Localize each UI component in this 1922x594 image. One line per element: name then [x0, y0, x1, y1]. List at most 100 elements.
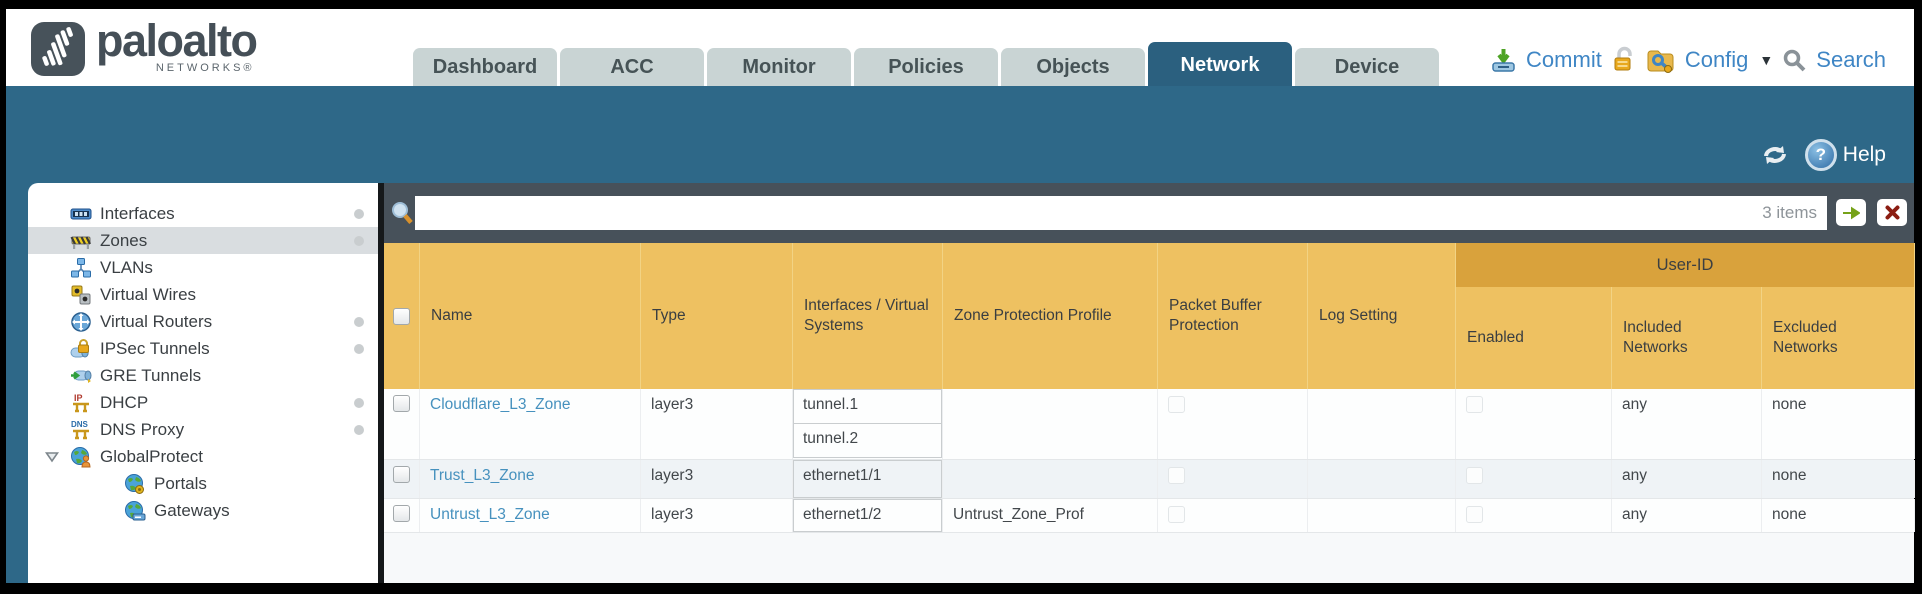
sidebar-item-gre-tunnels[interactable]: GRE Tunnels [28, 362, 378, 389]
log-setting-cell [1308, 499, 1456, 532]
zone-name-link[interactable]: Cloudflare_L3_Zone [430, 396, 571, 413]
sidebar-item-virtual-routers[interactable]: Virtual Routers [28, 308, 378, 335]
lock-icon[interactable] [1611, 46, 1637, 74]
apply-filter-button[interactable] [1836, 199, 1866, 226]
log-setting-cell [1308, 389, 1456, 459]
zone-protection-profile-column-header[interactable]: Zone Protection Profile [943, 243, 1158, 389]
sidebar-item-virtual-wires[interactable]: Virtual Wires [28, 281, 378, 308]
sidebar-item-ipsec-tunnels[interactable]: IPSec Tunnels [28, 335, 378, 362]
tab-dashboard[interactable]: Dashboard [413, 48, 557, 86]
excluded-networks-cell: none [1762, 499, 1915, 532]
tab-device[interactable]: Device [1295, 48, 1439, 86]
user-id-enabled-checkbox[interactable] [1466, 506, 1483, 523]
status-dot [354, 235, 364, 246]
interfaces-icon [70, 203, 92, 225]
interface-entry: tunnel.1 [793, 389, 942, 424]
select-all-cell [384, 243, 420, 389]
status-dot [354, 208, 364, 219]
select-all-checkbox[interactable] [393, 307, 410, 325]
sidebar-item-gateways[interactable]: Gateways [28, 497, 378, 524]
sidebar-item-portals[interactable]: Portals [28, 470, 378, 497]
table-filler [384, 533, 1914, 583]
status-dot [354, 424, 364, 435]
excluded-networks-cell: none [1762, 460, 1915, 498]
network-sidebar: Interfaces Zones VLANs [28, 183, 378, 583]
log-setting-column-header[interactable]: Log Setting [1308, 243, 1456, 389]
packet-buffer-protection-checkbox[interactable] [1168, 467, 1185, 484]
row-checkbox[interactable] [393, 466, 410, 483]
virtual-routers-icon [70, 311, 92, 333]
tab-objects[interactable]: Objects [1001, 48, 1145, 86]
sidebar-item-zones[interactable]: Zones [28, 227, 378, 254]
paloalto-logo: paloalto NETWORKS® [30, 17, 258, 77]
commit-button[interactable]: Commit [1526, 47, 1602, 72]
user-id-enabled-checkbox[interactable] [1466, 396, 1483, 413]
user-id-group-header: User-ID [1456, 243, 1914, 287]
row-checkbox-cell [384, 389, 420, 459]
packet-buffer-protection-cell [1158, 499, 1308, 532]
user-id-enabled-cell [1456, 499, 1612, 532]
row-checkbox[interactable] [393, 505, 410, 522]
commit-icon [1492, 48, 1515, 72]
sidebar-item-dhcp[interactable]: IP DHCP [28, 389, 378, 416]
sidebar-item-interfaces[interactable]: Interfaces [28, 200, 378, 227]
zone-name-link[interactable]: Untrust_L3_Zone [430, 506, 550, 523]
sidebar-item-dns-proxy[interactable]: DNS DNS Proxy [28, 416, 378, 443]
status-dot [354, 316, 364, 327]
tab-policies[interactable]: Policies [854, 48, 998, 86]
page: paloalto NETWORKS® Dashboard ACC Monitor… [6, 9, 1915, 583]
interfaces-cell: ethernet1/2 [793, 499, 943, 532]
globalprotect-icon [70, 446, 92, 468]
name-cell: Untrust_L3_Zone [420, 499, 641, 532]
filter-input[interactable] [415, 204, 1763, 222]
packet-buffer-protection-column-header[interactable]: Packet Buffer Protection [1158, 243, 1308, 389]
excluded-networks-cell: none [1762, 389, 1915, 459]
enabled-column-header[interactable]: Enabled [1456, 243, 1612, 389]
type-cell: layer3 [641, 499, 793, 532]
config-dropdown-caret-icon[interactable]: ▼ [1759, 52, 1774, 68]
main-content: 3 items Name Type Interfaces / [384, 183, 1915, 583]
tab-monitor[interactable]: Monitor [707, 48, 851, 86]
sidebar-item-globalprotect[interactable]: GlobalProtect [28, 443, 378, 470]
refresh-icon[interactable] [1759, 142, 1791, 168]
zone-protection-profile-cell [943, 460, 1158, 498]
user-id-enabled-checkbox[interactable] [1466, 467, 1483, 484]
search-button[interactable]: Search [1816, 47, 1886, 72]
tab-acc[interactable]: ACC [560, 48, 704, 86]
packet-buffer-protection-checkbox[interactable] [1168, 396, 1185, 413]
zone-protection-profile-cell [943, 389, 1158, 459]
status-dot [354, 397, 364, 408]
zone-protection-profile-cell: Untrust_Zone_Prof [943, 499, 1158, 532]
row-checkbox[interactable] [393, 395, 410, 412]
help-icon[interactable]: ? [1804, 139, 1837, 171]
teal-banner: ? Help [6, 86, 1914, 183]
virtual-wires-icon [70, 284, 92, 306]
row-checkbox-cell [384, 499, 420, 532]
zones-icon [70, 230, 92, 252]
clear-filter-button[interactable] [1877, 199, 1907, 226]
zone-name-link[interactable]: Trust_L3_Zone [430, 467, 535, 484]
tab-network[interactable]: Network [1148, 42, 1292, 86]
type-cell: layer3 [641, 389, 793, 459]
excluded-networks-column-header[interactable]: Excluded Networks [1762, 243, 1915, 389]
sidebar-divider[interactable] [378, 183, 384, 583]
left-teal-strip [6, 183, 28, 583]
included-networks-cell: any [1612, 389, 1762, 459]
packet-buffer-protection-checkbox[interactable] [1168, 506, 1185, 523]
table-row-untrust: Untrust_L3_Zone layer3 ethernet1/2 Untru… [384, 499, 1915, 533]
expander-triangle-icon[interactable] [44, 449, 60, 465]
name-column-header[interactable]: Name [420, 243, 641, 389]
top-action-bar: Commit Config ▼ [1490, 46, 1886, 74]
user-id-enabled-cell [1456, 460, 1612, 498]
top-header: paloalto NETWORKS® Dashboard ACC Monitor… [6, 9, 1914, 86]
search-icon [1784, 49, 1806, 71]
sidebar-item-vlans[interactable]: VLANs [28, 254, 378, 281]
included-networks-column-header[interactable]: Included Networks [1612, 243, 1762, 389]
name-cell: Trust_L3_Zone [420, 460, 641, 498]
config-button[interactable]: Config [1684, 47, 1749, 72]
interfaces-column-header[interactable]: Interfaces / Virtual Systems [793, 243, 943, 389]
type-column-header[interactable]: Type [641, 243, 793, 389]
status-dot [354, 343, 364, 354]
help-label[interactable]: Help [1842, 143, 1886, 166]
